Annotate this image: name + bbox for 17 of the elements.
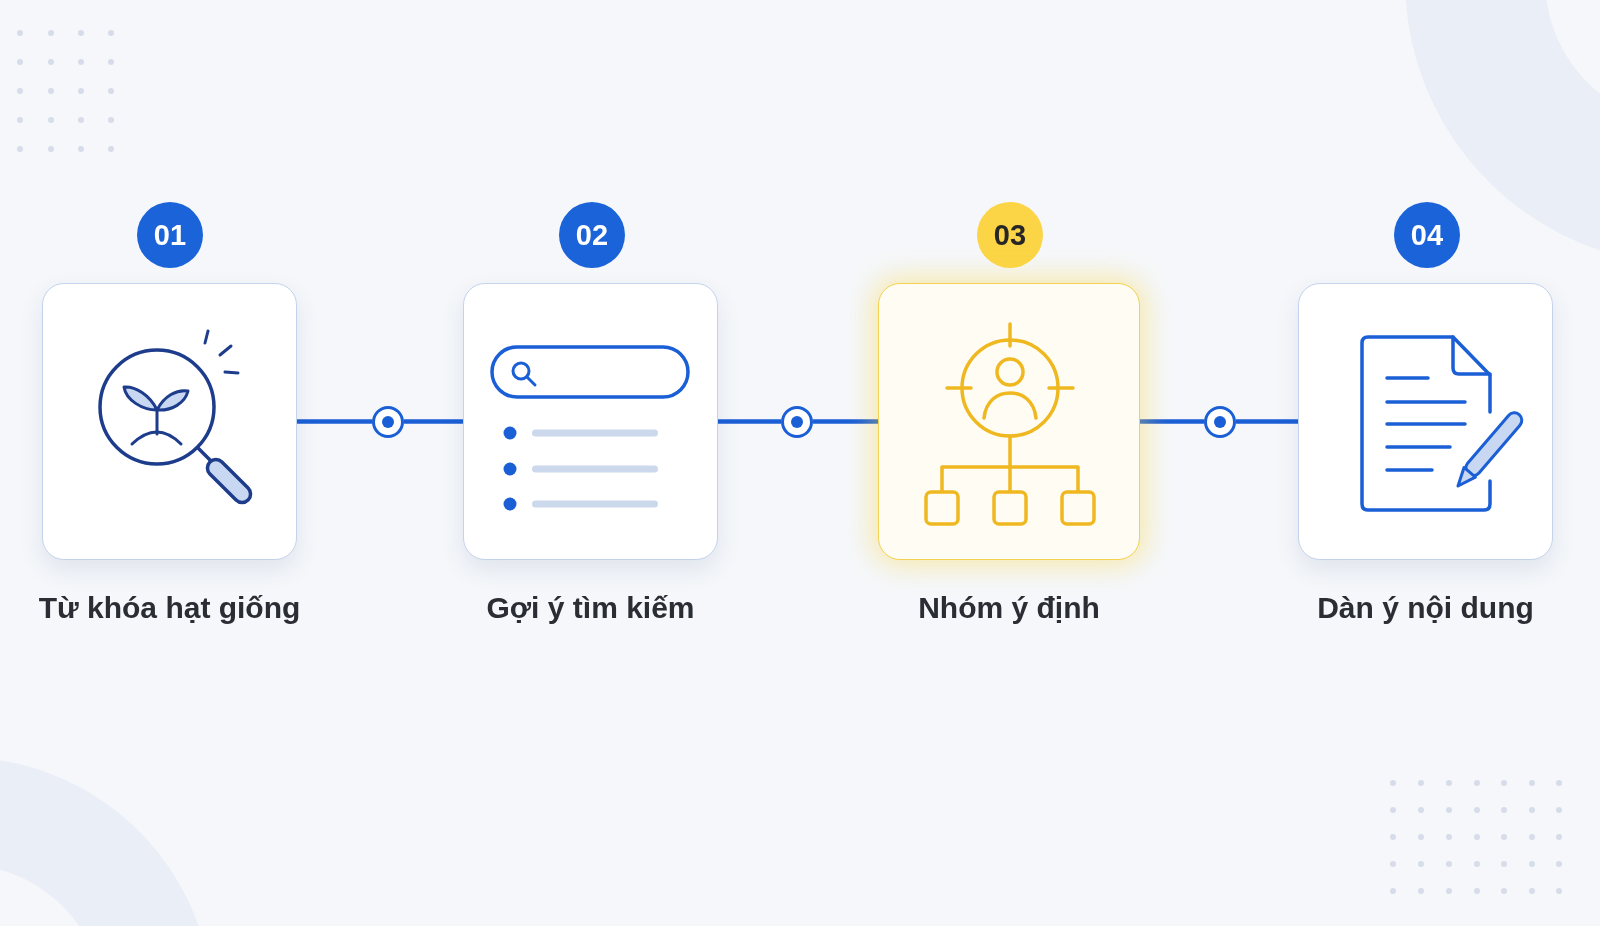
ring-marker [1204,405,1236,438]
connector-line [813,419,878,424]
connector-line [297,419,372,424]
step-number-badge: 04 [1394,202,1460,268]
ring-marker [372,405,404,438]
connector-line [1236,419,1298,424]
connector-line [1140,419,1204,424]
step-title: Từ khóa hạt giống [38,590,301,626]
step-number-badge: 01 [137,202,203,268]
step-title: Nhóm ý định [918,590,1100,626]
step-title: Gợi ý tìm kiếm [486,590,695,626]
step-number-badge: 03 [977,202,1043,268]
ring-marker [781,405,813,438]
step-number-badge: 02 [559,202,625,268]
connector-line [718,419,781,424]
step-title: Dàn ý nội dung [1317,590,1534,626]
connector-line [404,419,463,424]
